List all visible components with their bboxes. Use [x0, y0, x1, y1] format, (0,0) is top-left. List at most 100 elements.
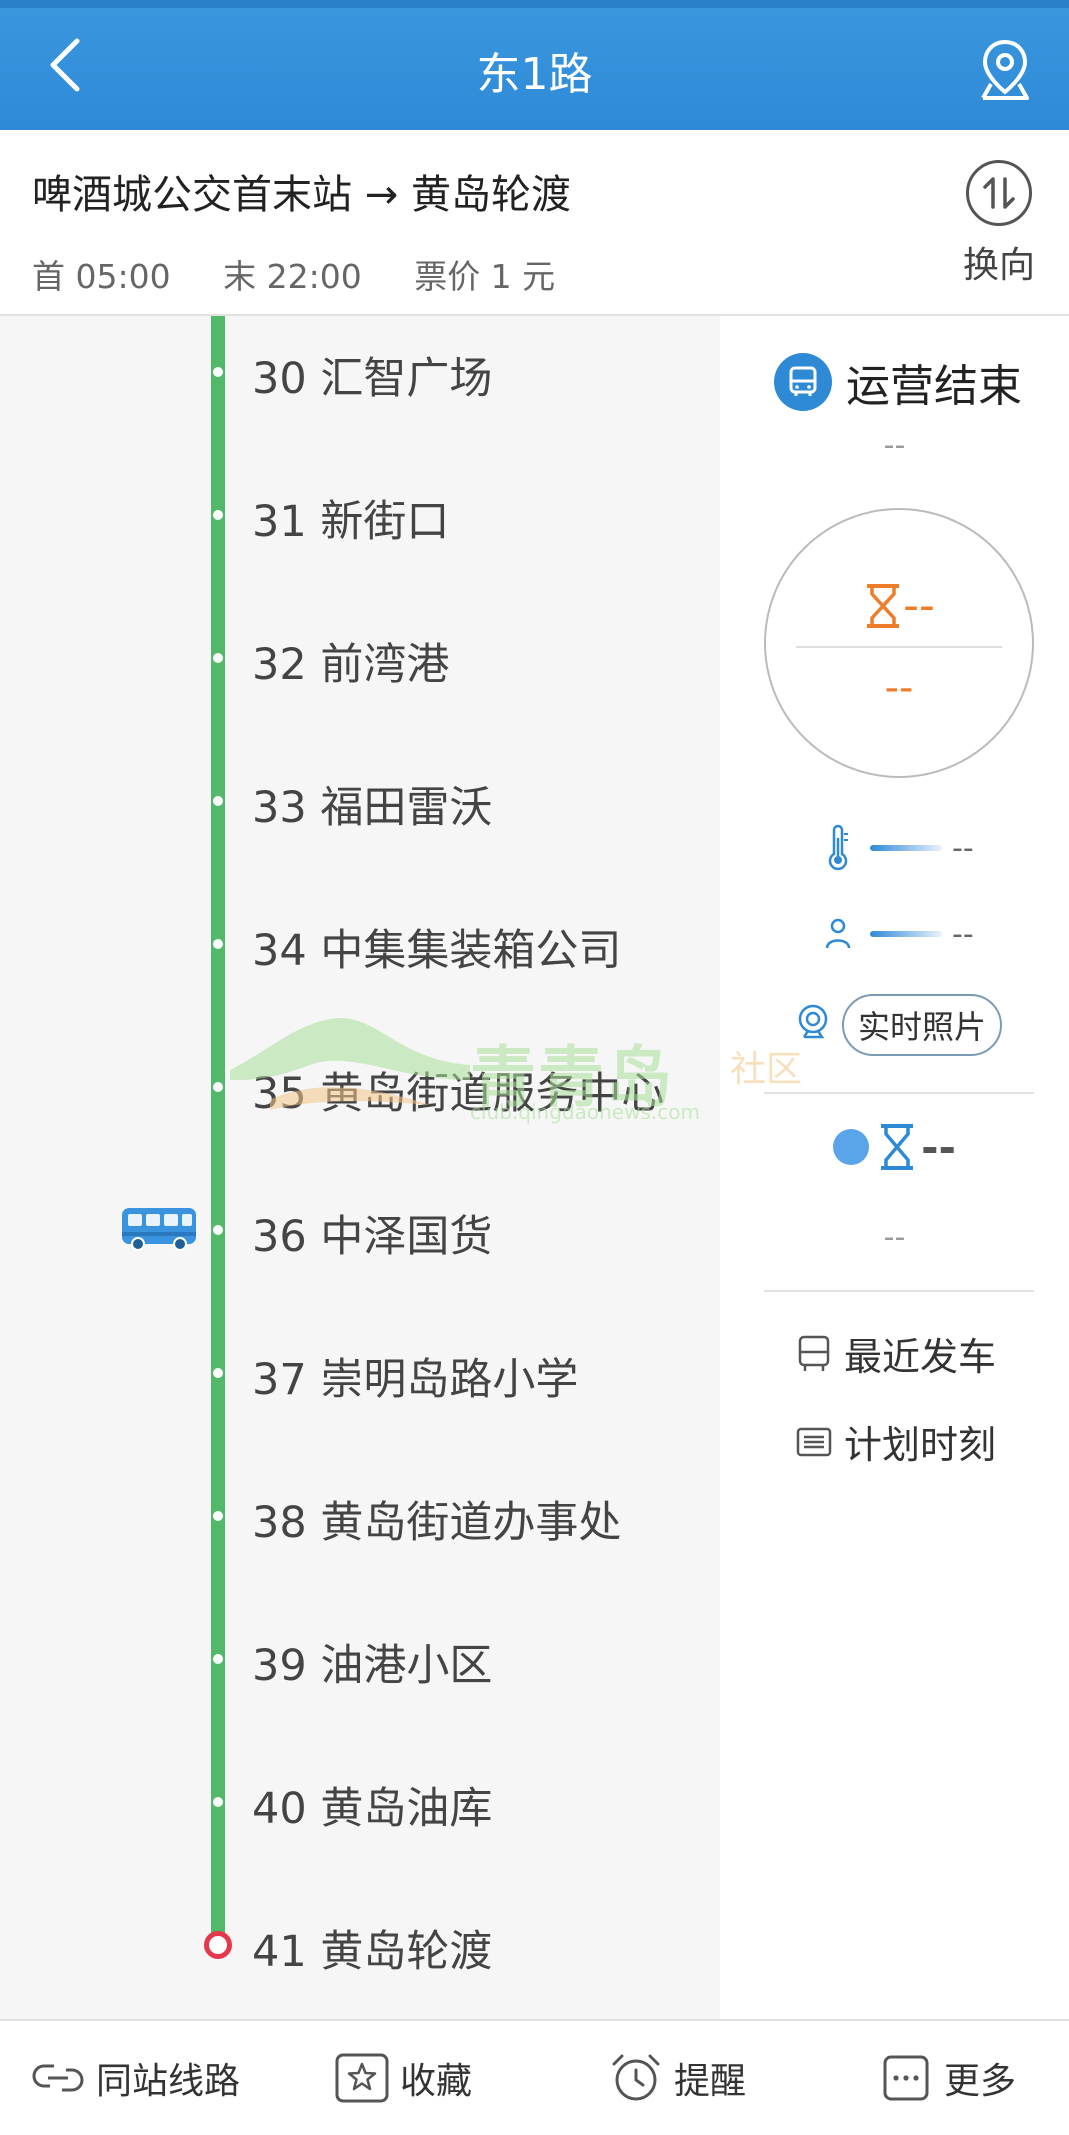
chevron-left-icon — [50, 38, 80, 92]
stop-name: 36 中泽国货 — [252, 1212, 493, 1262]
stop-name: 38 黄岛街道办事处 — [252, 1498, 622, 1548]
stop-item[interactable]: 31 新街口 — [0, 497, 720, 658]
stop-name: 39 油港小区 — [252, 1641, 493, 1691]
same-station-lines-button[interactable]: 同站线路 — [30, 2043, 240, 2113]
stop-name: 41 黄岛轮渡 — [252, 1927, 493, 1977]
top-bar: 东1路 — [0, 0, 1069, 130]
thermometer-icon — [828, 824, 848, 871]
stop-item[interactable]: 38 黄岛街道办事处 — [0, 1498, 720, 1659]
stop-dot — [213, 367, 223, 377]
divider — [764, 1290, 1034, 1292]
favorite-label: 收藏 — [400, 2061, 473, 2102]
first-bus-time: 首 05:00 — [32, 257, 171, 296]
stop-dot — [213, 796, 223, 806]
stop-item[interactable]: 36 中泽国货 — [0, 1212, 720, 1373]
next-bus-dot — [833, 1129, 870, 1165]
recent-departure-link[interactable]: 最近发车 — [794, 1326, 996, 1381]
operation-status: 运营结束 — [774, 350, 1022, 414]
same-station-lines-label: 同站线路 — [96, 2061, 241, 2102]
more-button[interactable]: 更多 — [878, 2043, 1016, 2113]
bus-icon — [774, 353, 832, 411]
more-label: 更多 — [944, 2061, 1017, 2102]
next-bus-value: -- — [921, 1122, 956, 1172]
stop-item[interactable]: 32 前湾港 — [0, 640, 720, 801]
stop-dot — [213, 510, 223, 520]
swap-vertical-icon — [966, 160, 1032, 226]
alarm-clock-icon — [608, 2050, 664, 2106]
stop-dot — [213, 1368, 223, 1378]
crowd-bar — [870, 931, 942, 937]
divider — [764, 1092, 1034, 1094]
stop-name: 33 福田雷沃 — [252, 783, 493, 833]
map-button[interactable] — [965, 30, 1045, 110]
arrival-distance: -- — [884, 665, 914, 711]
stop-item[interactable]: 39 油港小区 — [0, 1641, 720, 1802]
stop-dot — [213, 653, 223, 663]
stop-name: 31 新街口 — [252, 497, 450, 547]
arrival-time-value: -- — [903, 580, 935, 631]
stop-name: 30 汇智广场 — [252, 354, 493, 404]
more-dots-icon — [878, 2050, 934, 2106]
stop-dot — [213, 1797, 223, 1807]
bottom-toolbar: 同站线路 收藏 提醒 更多 — [0, 2019, 1069, 2135]
arrival-ring: -- -- — [764, 508, 1034, 778]
stop-name: 37 崇明岛路小学 — [252, 1355, 579, 1405]
remind-button[interactable]: 提醒 — [608, 2043, 746, 2113]
status-strip — [0, 0, 1069, 8]
arrival-time: -- — [766, 580, 1032, 631]
stop-dot — [213, 1225, 223, 1235]
stop-dot — [213, 939, 223, 949]
last-bus-time: 末 22:00 — [223, 257, 362, 296]
bus-position-icon — [122, 1208, 196, 1251]
stop-item[interactable]: 33 福田雷沃 — [0, 783, 720, 944]
back-button[interactable] — [30, 30, 100, 100]
camera-icon — [798, 1004, 828, 1039]
link-icon — [30, 2050, 86, 2106]
stop-item-terminal[interactable]: 41 黄岛轮渡 — [0, 1927, 720, 2088]
ring-divider — [796, 646, 1002, 648]
stop-name: 32 前湾港 — [252, 640, 450, 690]
fare: 票价 1 元 — [414, 257, 556, 296]
stop-item[interactable]: 30 汇智广场 — [0, 354, 720, 515]
stop-item[interactable]: 34 中集集装箱公司 — [0, 926, 720, 1087]
live-photo-button[interactable]: 实时照片 — [842, 994, 1003, 1056]
next-bus-row: -- — [720, 1122, 1069, 1172]
star-icon — [334, 2050, 390, 2106]
stop-name: 35 黄岛街道服务中心 — [252, 1069, 665, 1119]
temperature-row: -- — [824, 824, 974, 872]
person-icon — [825, 918, 851, 949]
route-direction: 啤酒城公交首末站 → 黄岛轮渡 — [32, 172, 571, 218]
switch-direction-label: 换向 — [962, 245, 1035, 286]
stop-item[interactable]: 37 崇明岛路小学 — [0, 1355, 720, 1516]
route-line — [211, 316, 225, 1946]
stop-dot — [213, 1654, 223, 1664]
schedule-link[interactable]: 计划时刻 — [794, 1414, 996, 1469]
remind-label: 提醒 — [674, 2061, 747, 2102]
hourglass-icon — [867, 583, 900, 628]
terminal-dot — [204, 1931, 232, 1959]
stop-dot — [213, 1082, 223, 1092]
stop-dot — [213, 1511, 223, 1521]
status-text: 运营结束 — [846, 361, 1022, 412]
stop-name: 40 黄岛油库 — [252, 1784, 493, 1834]
page-title: 东1路 — [476, 49, 593, 100]
list-icon — [794, 1422, 834, 1462]
switch-direction-button[interactable]: 换向 — [953, 160, 1045, 288]
stop-name: 34 中集集装箱公司 — [252, 926, 622, 976]
favorite-button[interactable]: 收藏 — [334, 2043, 472, 2113]
route-info: 啤酒城公交首末站 → 黄岛轮渡 首 05:00 末 22:00 票价 1 元 换… — [0, 130, 1069, 316]
bus-info-panel: 运营结束 -- -- -- -- -- — [720, 316, 1069, 2019]
schedule-label: 计划时刻 — [844, 1423, 997, 1467]
location-pin-icon — [981, 39, 1029, 100]
crowd-value: -- — [952, 916, 974, 952]
recent-departure-label: 最近发车 — [844, 1335, 997, 1379]
stops-list: 30 汇智广场 31 新街口 32 前湾港 33 福田雷沃 34 中集集装箱公司… — [0, 316, 720, 2019]
photo-row: 实时照片 — [796, 994, 1003, 1056]
stop-item[interactable]: 40 黄岛油库 — [0, 1784, 720, 1945]
next-bus-sub: -- — [883, 1220, 906, 1255]
temperature-bar — [870, 845, 942, 851]
crowd-row: -- — [824, 916, 974, 952]
status-sub: -- — [883, 428, 906, 463]
route-times: 首 05:00 末 22:00 票价 1 元 — [32, 250, 597, 298]
temperature-value: -- — [952, 830, 974, 866]
